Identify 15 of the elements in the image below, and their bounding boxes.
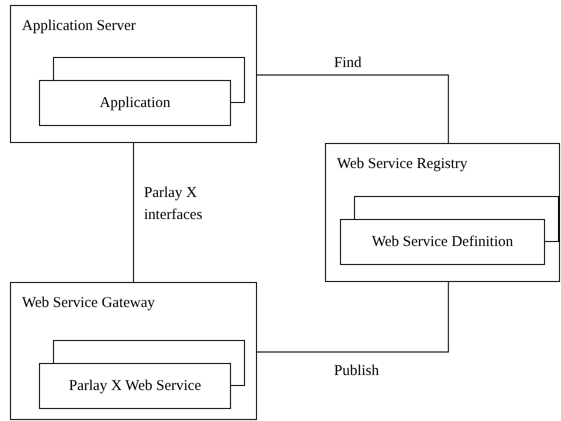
container-box [10, 282, 257, 420]
container-box [10, 5, 257, 143]
component-label: Application [100, 94, 170, 113]
connector-line [256, 282, 449, 352]
container-title: Web Service Gateway [22, 294, 155, 313]
container-box [325, 143, 560, 282]
connector-line [256, 74, 449, 144]
stacked-box [39, 340, 245, 409]
container-title: Application Server [22, 17, 136, 36]
stacked-box [340, 196, 559, 265]
component-label: Web Service Definition [372, 232, 514, 252]
component-label: Parlay X Web Service [68, 376, 202, 396]
connector-line [133, 142, 134, 282]
container-title: Web Service Registry [337, 155, 468, 174]
stacked-box [39, 57, 245, 126]
